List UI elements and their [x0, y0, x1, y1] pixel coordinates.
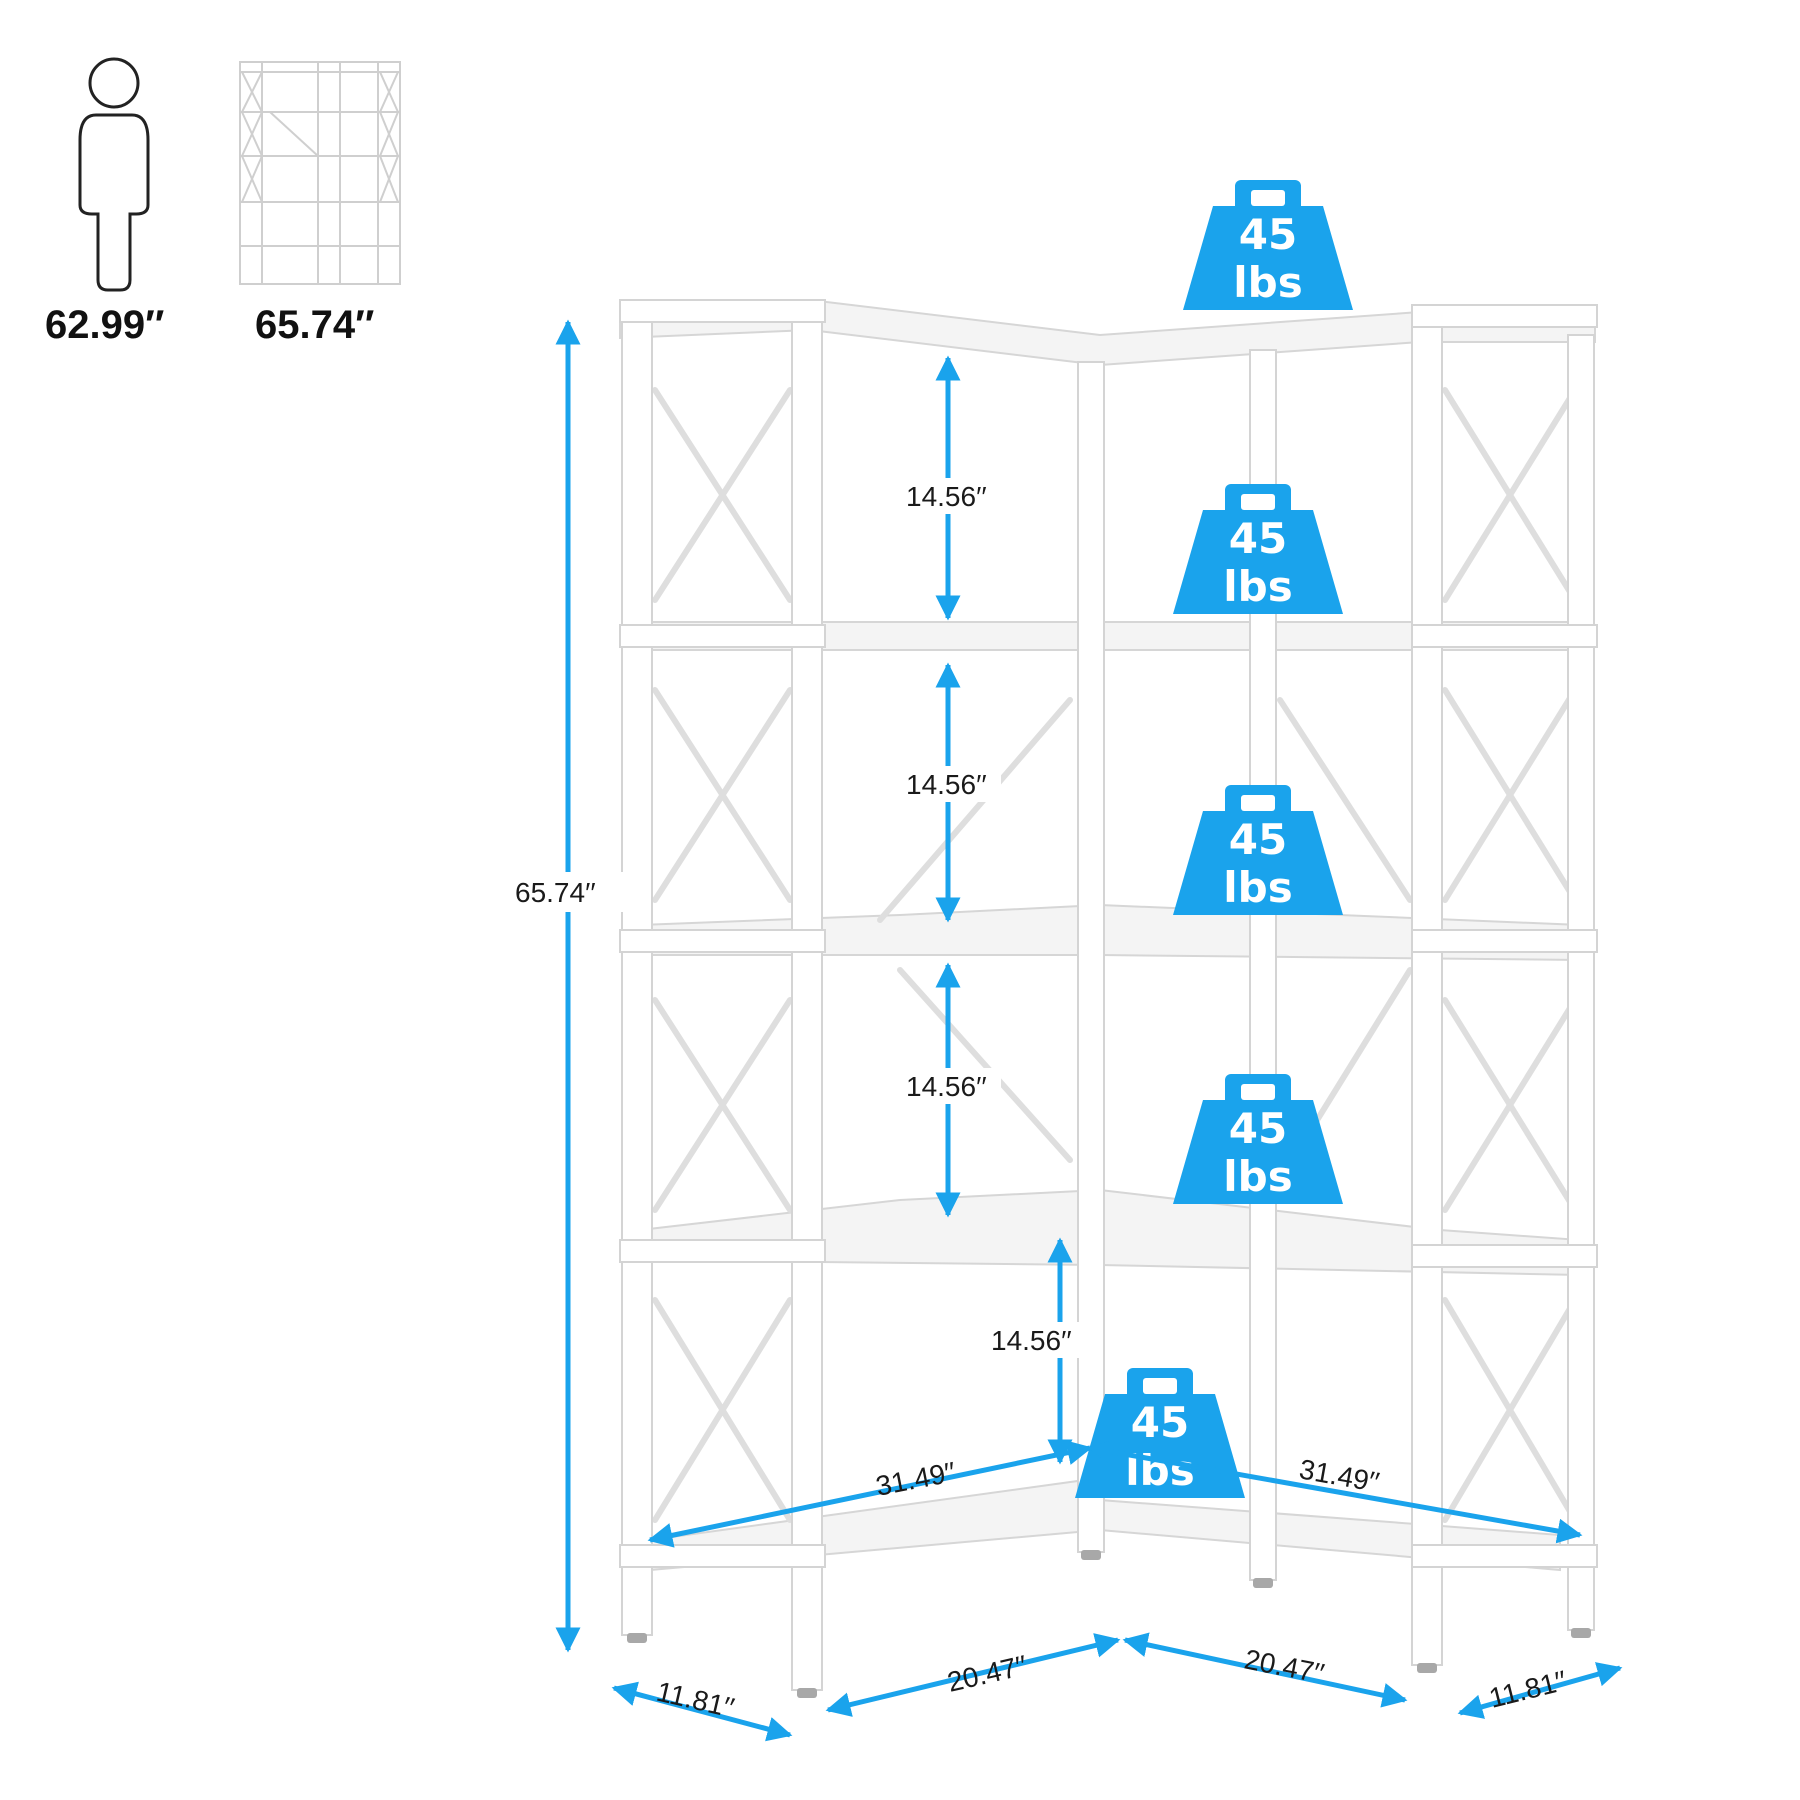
tier-gap-label: 14.56′′	[906, 1071, 987, 1102]
weight-value: 45	[1239, 210, 1297, 259]
weight-value: 45	[1229, 1104, 1287, 1153]
total-height-label: 65.74′′	[515, 877, 596, 908]
weight-unit: lbs	[1233, 258, 1302, 307]
tier-gap-label: 14.56′′	[991, 1325, 1072, 1356]
weight-unit: lbs	[1125, 1446, 1194, 1495]
width-left-arrow	[647, 1440, 1093, 1548]
base-left-arrow	[825, 1633, 1121, 1717]
leveling-feet	[627, 1550, 1591, 1698]
shelf-height-label: 65.74′′	[255, 303, 374, 347]
weight-value: 45	[1229, 815, 1287, 864]
width-right-arrow	[1087, 1439, 1583, 1544]
tier-gap-label: 14.56′′	[906, 769, 987, 800]
weight-icon: 45 lbs	[1173, 785, 1343, 915]
depth-right-label: 11.81′′	[1486, 1665, 1570, 1714]
weight-unit: lbs	[1223, 562, 1292, 611]
depth-left-arrow	[611, 1681, 793, 1742]
base-right-arrow	[1122, 1632, 1408, 1708]
width-left-label: 31.49′′	[873, 1456, 958, 1502]
tier-gap-label: 14.56′′	[906, 481, 987, 512]
dimension-arrows	[555, 319, 1623, 1742]
weight-value: 45	[1131, 1398, 1189, 1447]
person-icon	[78, 57, 150, 292]
weight-icon: 45 lbs	[1183, 180, 1353, 310]
depth-right-arrow	[1457, 1662, 1623, 1719]
weight-icon: 45 lbs	[1173, 1074, 1343, 1204]
shelf-thumbnail-icon	[239, 61, 401, 285]
base-right-label: 20.47′′	[1242, 1643, 1327, 1689]
size-comparison: 62.99′′ 65.74′′	[45, 57, 401, 347]
weight-unit: lbs	[1223, 863, 1292, 912]
weight-icon: 45 lbs	[1173, 484, 1343, 614]
weight-badges: 45 lbs 45 lbs 45 lbs 45 lbs	[1075, 180, 1353, 1498]
depth-left-label: 11.81′′	[654, 1676, 737, 1724]
frame-rails	[619, 299, 1598, 1568]
weight-unit: lbs	[1223, 1152, 1292, 1201]
weight-value: 45	[1229, 514, 1287, 563]
base-left-label: 20.47′′	[944, 1650, 1029, 1698]
width-right-label: 31.49′′	[1297, 1453, 1382, 1498]
person-height-label: 62.99′′	[45, 303, 164, 347]
